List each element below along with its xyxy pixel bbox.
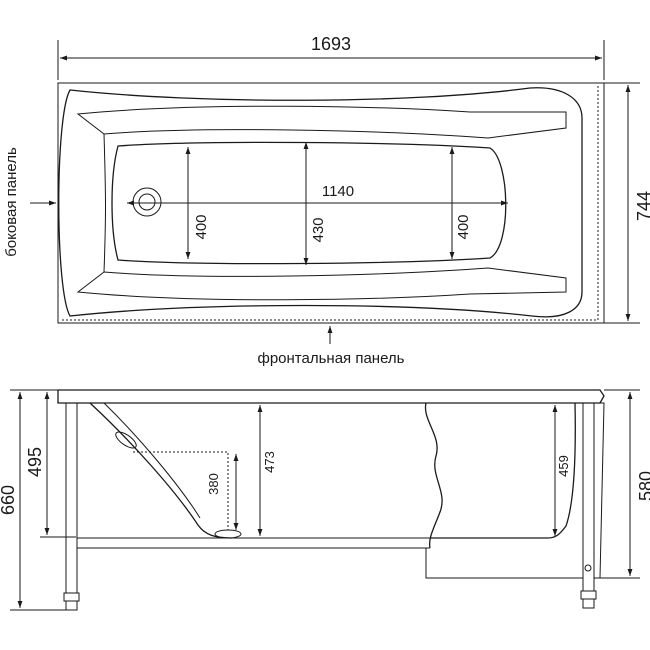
panel-bolt [584,564,592,572]
depth-left-value: 400 [193,214,210,239]
side-inclined-back [89,402,233,539]
lower-armrest [76,267,567,301]
front-panel-label: фронтальная панель [258,350,405,367]
bath-rim [58,87,583,318]
panel-height-value: 580 [636,471,650,501]
side-rim [57,389,605,404]
inner-length-value: 1140 [322,183,354,200]
side-panel [594,402,605,579]
width-value: 744 [634,191,650,221]
right-leg [582,402,595,592]
top-view: 1693 1140 400 430 400 744 [3,34,650,367]
depth-mid-value: 430 [310,217,327,242]
depth-right-value: 400 [455,214,472,239]
depth-right-value-side: 459 [556,455,571,477]
top-outline [57,82,605,324]
front-panel-edge [425,548,583,579]
side-view: 660 495 380 473 [0,389,650,611]
drain-height-value: 380 [206,473,221,495]
drain-fitting [214,529,242,539]
rim-height-value: 495 [25,447,45,477]
drain-inner [138,193,156,211]
left-leg [65,402,78,594]
depth-left-value-side: 473 [262,451,277,473]
overflow-fitting [115,431,137,449]
length-value: 1693 [311,34,351,54]
inner-basin [111,141,507,265]
cutaway-edge [424,402,443,549]
side-right-end [430,402,576,539]
total-height-value: 660 [0,485,18,515]
upper-armrest [76,105,567,139]
drain-outer [132,187,162,217]
side-panel-label: боковая панель [3,147,20,257]
